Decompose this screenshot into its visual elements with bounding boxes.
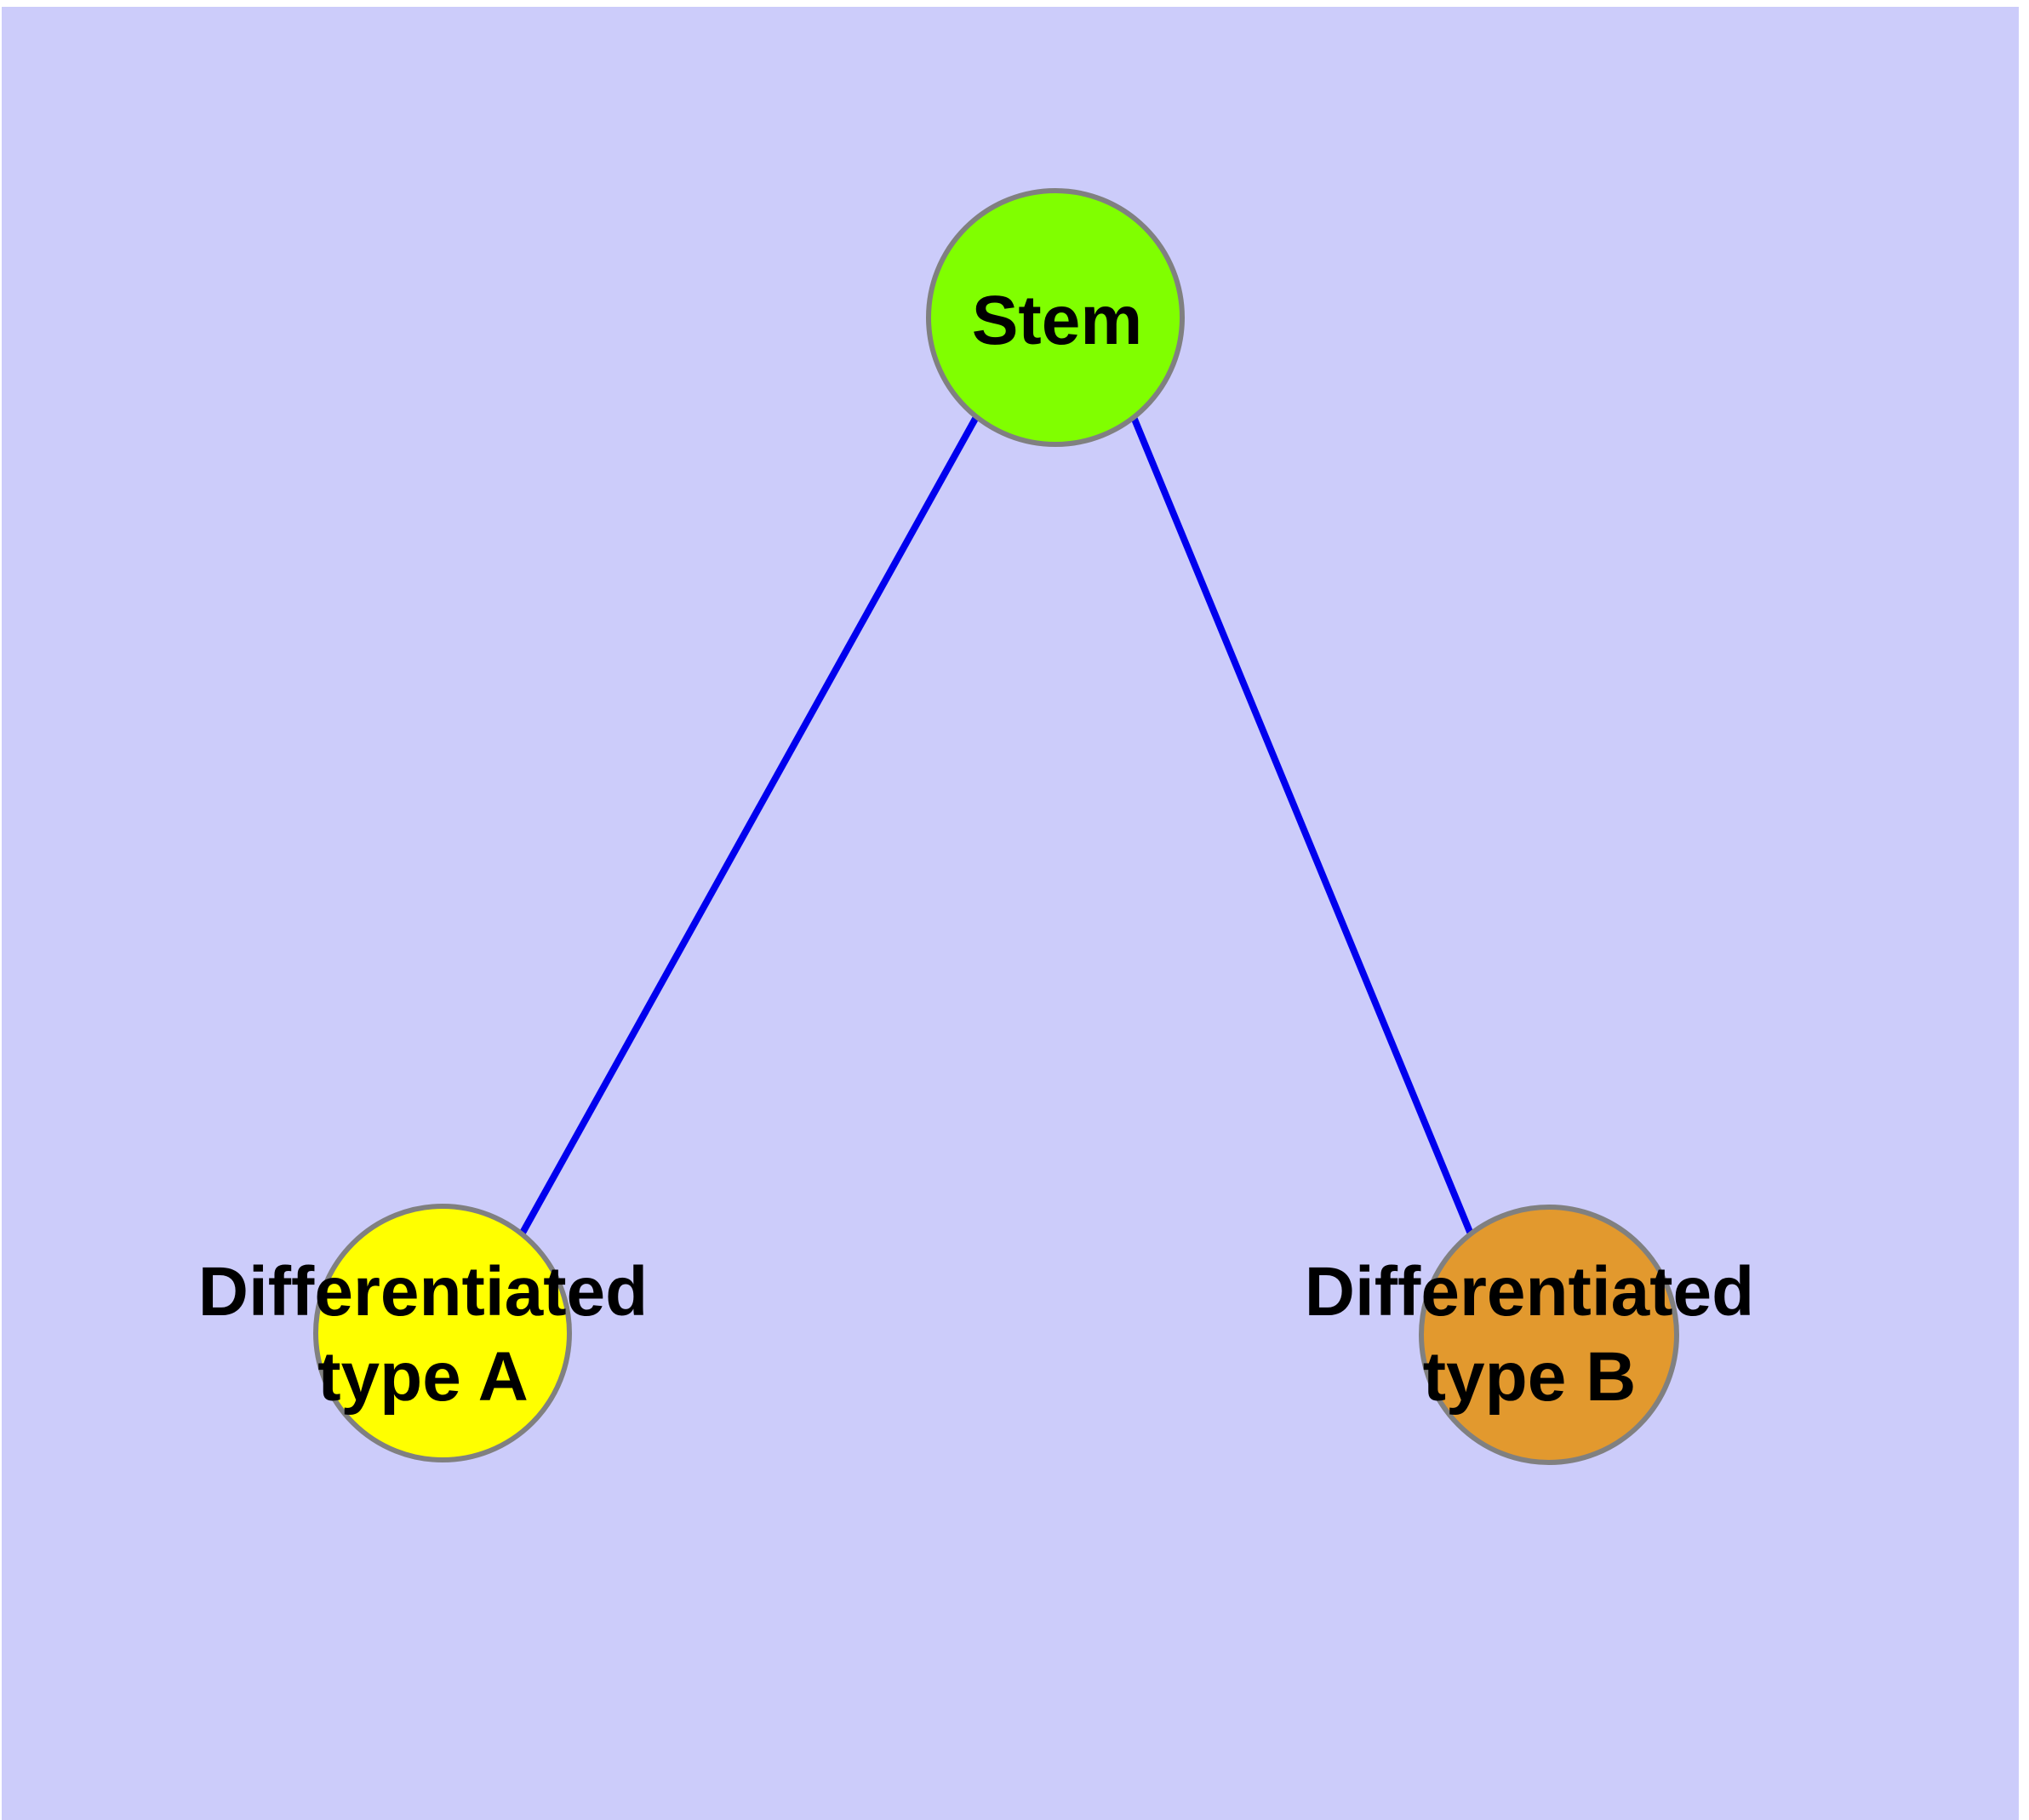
node-differentiated-type-b-circle[interactable] [1419,1205,1679,1465]
node-differentiated-type-b[interactable] [1419,1205,1679,1465]
node-stem[interactable] [926,188,1185,447]
node-label-line: Differentiated [198,1253,649,1331]
node-stem-circle[interactable] [926,188,1185,447]
node-differentiated-type-a[interactable] [313,1204,572,1462]
node-differentiated-type-a-circle[interactable] [313,1204,572,1462]
node-label-line: Stem [972,282,1143,359]
node-label-line: Differentiated [1305,1253,1755,1331]
edge-stem-to-differentiated-type-a[interactable] [518,415,980,1236]
node-label-line: type B [1423,1338,1637,1416]
nodes-layer [313,188,1679,1465]
node-label-line: type A [317,1338,529,1416]
node-stem-label: Stem [972,282,1143,359]
edge-stem-to-differentiated-type-b[interactable] [1130,415,1475,1238]
edges-layer [518,415,1475,1238]
